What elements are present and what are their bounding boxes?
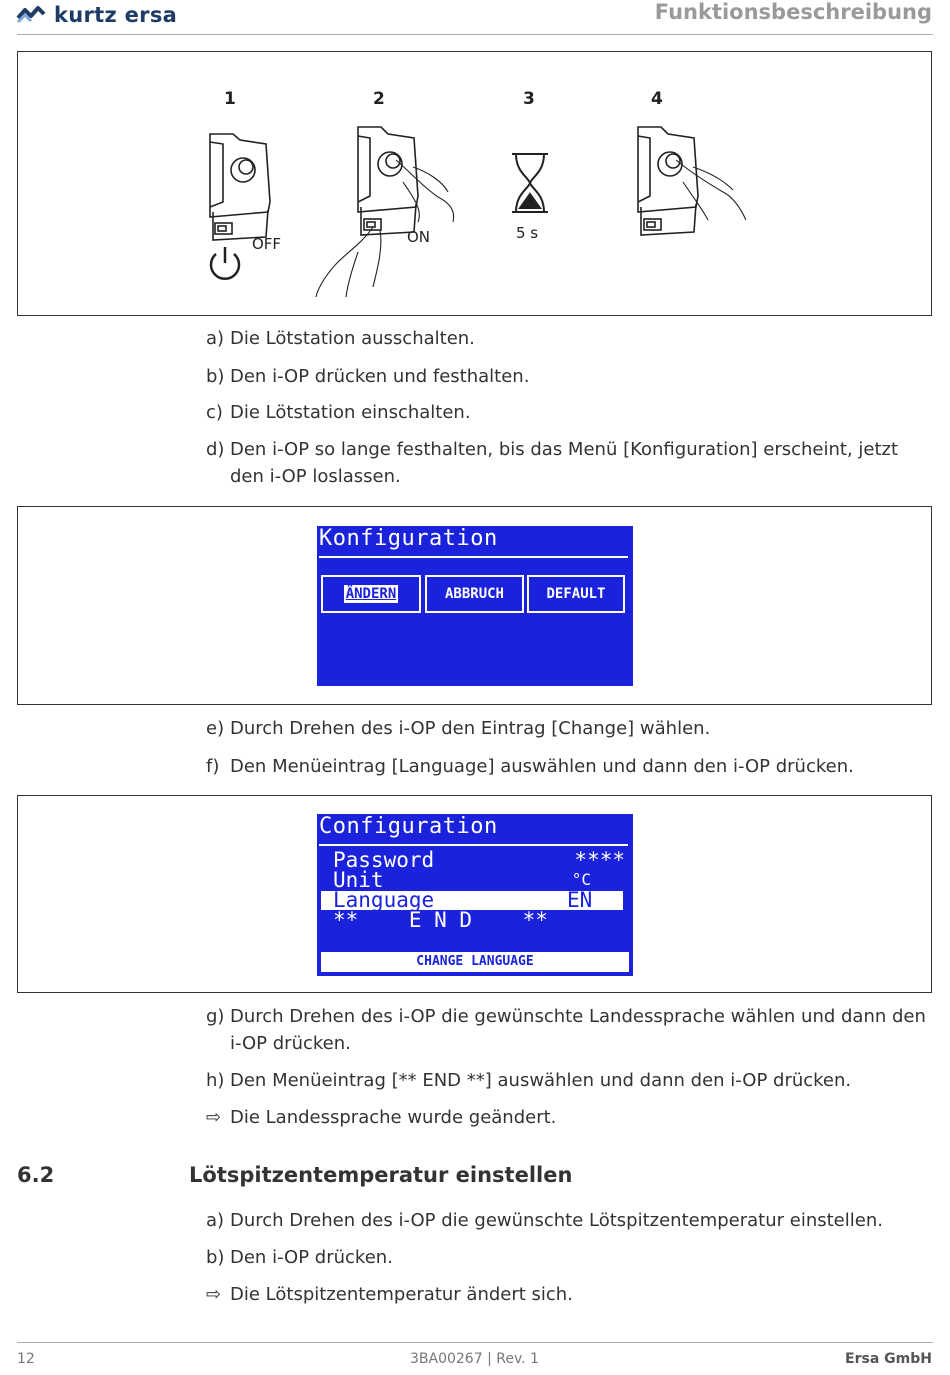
header-divider (17, 34, 933, 35)
lcd-menu-row[interactable]: Unit °C (333, 868, 591, 892)
header-title: Funktionsbeschreibung (654, 0, 932, 24)
abort-button[interactable]: ABBRUCH (425, 575, 524, 613)
station-off-icon (209, 133, 271, 280)
station-hold-icon (637, 126, 747, 236)
lcd-title: Configuration (319, 814, 498, 839)
change-button[interactable]: ÄNDERN (321, 575, 421, 613)
step-number-4: 4 (651, 89, 663, 109)
result-arrow-icon: ⇨ (206, 1107, 222, 1128)
step-number-3: 3 (523, 89, 535, 109)
brand-logo: kurtz ersa (16, 0, 177, 30)
lcd-end-row[interactable]: ** E N D ** (333, 908, 548, 932)
list-item: g)Durch Drehen des i-OP die gewünschte L… (206, 1006, 926, 1054)
lcd-configuration-screen: Configuration Password **** Unit °C Lang… (317, 814, 633, 976)
startup-illustration: 1 2 3 4 OFF ON (209, 89, 747, 298)
station-on-icon (315, 126, 455, 298)
section-number: 6.2 (17, 1163, 55, 1187)
wait-label: 5 s (516, 224, 538, 242)
result-item: ⇨Die Landessprache wurde geändert. (206, 1104, 932, 1131)
list-item: f)Den Menüeintrag [Language] auswählen u… (206, 756, 854, 777)
company-name: Ersa GmbH (845, 1351, 932, 1367)
hourglass-icon (512, 153, 548, 213)
list-item: b)Den i-OP drücken. (206, 1247, 393, 1268)
result-item: ⇨Die Lötspitzentemperatur ändert sich. (206, 1281, 932, 1308)
off-label: OFF (252, 235, 281, 253)
list-item: b)Den i-OP drücken und festhalten. (206, 366, 530, 387)
lcd-menu-row-selected[interactable]: Language EN (321, 890, 623, 911)
step-number-2: 2 (373, 89, 385, 109)
figure-config-menu: Konfiguration ÄNDERN ABBRUCH DEFAULT (17, 506, 932, 705)
lcd-menu-row[interactable]: Password **** (333, 848, 625, 872)
figure-startup-sequence: 1 2 3 4 OFF ON (17, 51, 932, 316)
on-label: ON (407, 228, 430, 246)
document-id: 3BA00267 | Rev. 1 (410, 1351, 539, 1367)
logo-icon (16, 6, 46, 24)
list-item: h)Den Menüeintrag [** END **] auswählen … (206, 1070, 852, 1091)
result-arrow-icon: ⇨ (206, 1284, 222, 1305)
page-number: 12 (17, 1351, 35, 1367)
list-item: c)Die Lötstation einschalten. (206, 402, 471, 423)
lcd-divider (319, 556, 628, 558)
list-item: a)Die Lötstation ausschalten. (206, 328, 475, 349)
footer-divider (17, 1342, 933, 1343)
list-item: a)Durch Drehen des i-OP die gewünschte L… (206, 1210, 883, 1231)
step-number-1: 1 (224, 89, 236, 109)
list-item: d)Den i-OP so lange festhalten, bis das … (206, 439, 899, 487)
lcd-config-screen: Konfiguration ÄNDERN ABBRUCH DEFAULT (317, 526, 633, 686)
list-item: e)Durch Drehen des i-OP den Eintrag [Cha… (206, 718, 711, 739)
lcd-status-bar: CHANGE LANGUAGE (321, 952, 629, 972)
default-button[interactable]: DEFAULT (527, 575, 625, 613)
lcd-title: Konfiguration (319, 526, 498, 551)
section-title: Lötspitzentemperatur einstellen (189, 1163, 573, 1187)
lcd-divider (319, 844, 628, 846)
figure-language-menu: Configuration Password **** Unit °C Lang… (17, 795, 932, 993)
brand-name: kurtz ersa (54, 3, 178, 27)
